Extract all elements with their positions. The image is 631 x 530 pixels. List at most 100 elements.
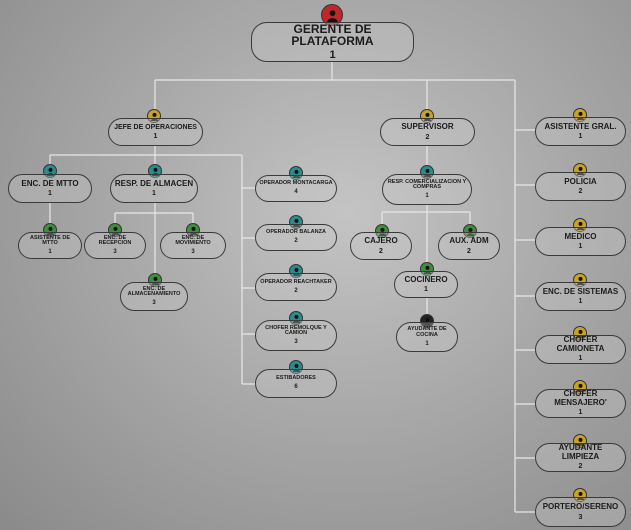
node-count: 1 xyxy=(48,190,52,198)
user-icon xyxy=(321,4,343,26)
node-operador-montacarga[interactable]: OPERADOR MONTACARGA 4 xyxy=(255,175,337,202)
node-title: PORTERO/SERENO xyxy=(542,502,619,512)
node-asistente-de-mtto[interactable]: ASISTENTE DE MTTO 1 xyxy=(18,232,82,259)
node-title: POLICIA xyxy=(564,176,597,186)
node-count: 1 xyxy=(329,48,336,61)
node-enc-de-almacenamiento[interactable]: ENC. DE ALMACENAMIENTO 3 xyxy=(120,282,188,311)
node-title: OPERADOR MONTACARGA xyxy=(259,180,333,187)
node-operador-balanza[interactable]: OPERADOR BALANZA 2 xyxy=(255,224,337,251)
node-count: 1 xyxy=(425,340,429,347)
node-operador-reachtaker[interactable]: OPERADOR REACHTAKER 2 xyxy=(255,273,337,301)
user-icon xyxy=(289,311,303,325)
user-icon xyxy=(573,218,587,232)
node-title: ENC. DE MOVIMIENTO xyxy=(175,234,211,247)
node-title: ENC. DE RECEPCION xyxy=(98,234,132,247)
node-count: 3 xyxy=(578,513,583,521)
user-icon xyxy=(289,264,303,278)
node-title: ENC. DE SISTEMAS xyxy=(542,286,619,296)
node-ayudante-limpieza[interactable]: AYUDANTE LIMPIEZA 2 xyxy=(535,443,626,472)
node-count: 1 xyxy=(578,409,583,417)
node-count: 2 xyxy=(294,238,298,245)
node-count: 1 xyxy=(424,286,428,294)
node-title: SUPERVISOR xyxy=(401,122,454,132)
node-title: AUX. ADM xyxy=(449,236,489,246)
node-title: GERENTE DE PLATAFORMA xyxy=(291,21,374,49)
user-icon xyxy=(147,109,161,123)
node-resp-comercializacion-y-compras[interactable]: RESP. COMERCIALIZACION Y COMPRAS 1 xyxy=(382,174,472,205)
node-chofer-remolque-y-camion[interactable]: CHOFER REMOLQUE Y CAMION 3 xyxy=(255,320,337,351)
node-title: MEDICO xyxy=(564,231,597,241)
user-icon xyxy=(420,109,434,123)
node-title: CAJERO xyxy=(364,236,398,246)
node-title: ENC. DE MTTO xyxy=(21,178,79,188)
node-title: RESP. COMERCIALIZACION Y COMPRAS xyxy=(387,178,467,191)
node-count: 6 xyxy=(294,384,298,391)
node-title: CHOFER MENSAJERO' xyxy=(554,389,607,407)
node-count: 2 xyxy=(467,247,471,255)
node-enc-de-movimiento[interactable]: ENC. DE MOVIMIENTO 3 xyxy=(160,232,226,259)
node-count: 1 xyxy=(578,298,583,306)
node-title: ASISTENTE DE MTTO xyxy=(29,234,71,247)
node-count: 1 xyxy=(578,355,583,363)
user-icon xyxy=(148,273,162,287)
user-icon xyxy=(420,262,434,276)
node-ayudante-de-cocina[interactable]: AYUDANTE DE COCINA 1 xyxy=(396,322,458,352)
node-title: ENC. DE ALMACENAMIENTO xyxy=(127,285,181,298)
user-icon xyxy=(289,360,303,374)
node-count: 2 xyxy=(578,463,583,471)
node-count: 1 xyxy=(48,249,52,256)
node-count: 3 xyxy=(294,339,298,346)
user-icon xyxy=(186,223,200,237)
node-chofer-mensajero[interactable]: CHOFER MENSAJERO' 1 xyxy=(535,389,626,418)
node-title: COCINERO xyxy=(404,274,448,284)
node-cajero[interactable]: CAJERO 2 xyxy=(350,232,412,260)
node-title: RESP. DE ALMACEN xyxy=(114,178,194,188)
node-gerente-de-plataforma[interactable]: GERENTE DE PLATAFORMA 1 xyxy=(251,22,414,62)
node-aux-adm[interactable]: AUX. ADM 2 xyxy=(438,232,500,260)
user-icon xyxy=(463,224,477,238)
node-chofer-camioneta[interactable]: CHOFER CAMIONETA 1 xyxy=(535,335,626,364)
node-enc-de-recepcion[interactable]: ENC. DE RECEPCION 3 xyxy=(84,232,146,259)
user-icon xyxy=(573,326,587,340)
node-policia[interactable]: POLICIA 2 xyxy=(535,172,626,201)
node-title: ASISTENTE GRAL. xyxy=(544,121,617,131)
user-icon xyxy=(289,215,303,229)
node-count: 1 xyxy=(578,133,583,141)
user-icon xyxy=(573,163,587,177)
user-icon xyxy=(420,165,434,179)
node-count: 1 xyxy=(152,190,156,198)
node-resp-de-almacen[interactable]: RESP. DE ALMACEN 1 xyxy=(110,174,198,203)
node-title: AYUDANTE LIMPIEZA xyxy=(558,443,603,461)
node-title: CHOFER REMOLQUE Y CAMION xyxy=(265,324,327,337)
node-title: OPERADOR BALANZA xyxy=(266,229,326,236)
node-count: 2 xyxy=(294,287,298,294)
node-count: 1 xyxy=(425,193,429,200)
node-asistente-gral[interactable]: ASISTENTE GRAL. 1 xyxy=(535,117,626,146)
node-cocinero[interactable]: COCINERO 1 xyxy=(394,271,458,298)
node-count: 3 xyxy=(113,249,117,256)
node-count: 4 xyxy=(294,189,298,196)
node-title: JEFE DE OPERACIONES xyxy=(114,123,197,131)
node-title: OPERADOR REACHTAKER xyxy=(260,278,332,285)
node-title: ESTIBADORES xyxy=(276,375,316,382)
node-count: 3 xyxy=(191,249,195,256)
node-enc-de-sistemas[interactable]: ENC. DE SISTEMAS 1 xyxy=(535,282,626,311)
user-icon xyxy=(108,223,122,237)
node-count: 3 xyxy=(152,300,156,307)
user-icon xyxy=(573,108,587,122)
node-medico[interactable]: MEDICO 1 xyxy=(535,227,626,256)
node-count: 2 xyxy=(379,247,383,255)
node-portero-sereno[interactable]: PORTERO/SERENO 3 xyxy=(535,497,626,527)
user-icon xyxy=(289,166,303,180)
user-icon xyxy=(573,380,587,394)
user-icon xyxy=(573,434,587,448)
node-supervisor[interactable]: SUPERVISOR 2 xyxy=(380,118,475,146)
user-icon xyxy=(43,223,57,237)
user-icon xyxy=(573,273,587,287)
node-jefe-de-operaciones[interactable]: JEFE DE OPERACIONES 1 xyxy=(108,118,203,146)
node-count: 2 xyxy=(578,188,583,196)
node-estibadores[interactable]: ESTIBADORES 6 xyxy=(255,369,337,398)
user-icon xyxy=(420,314,434,328)
node-enc-de-mtto[interactable]: ENC. DE MTTO 1 xyxy=(8,174,92,203)
